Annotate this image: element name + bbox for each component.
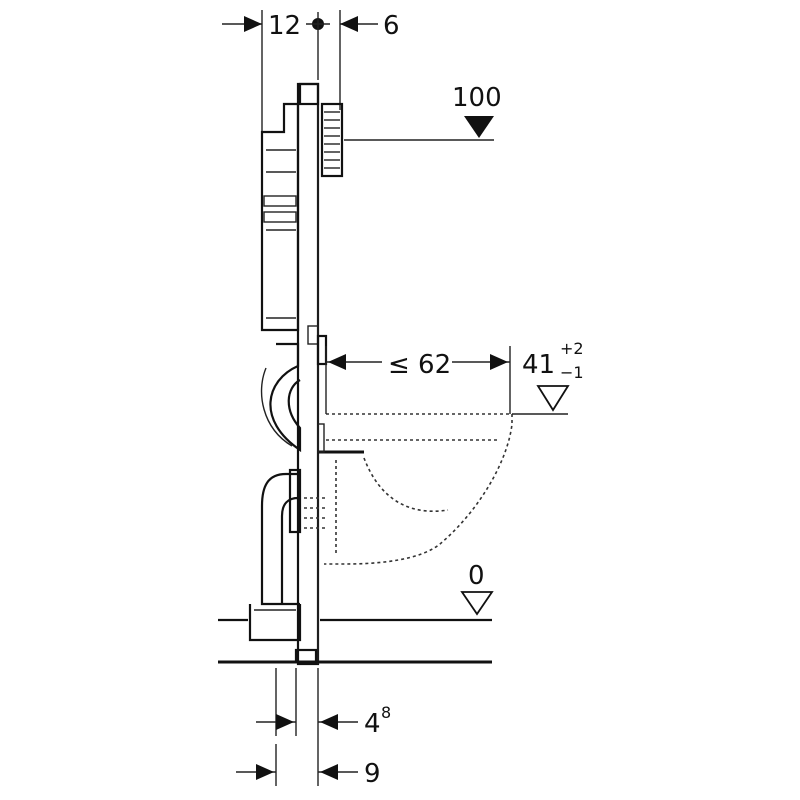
cistern-valve-2 — [263, 211, 297, 223]
drain-socket — [248, 604, 302, 642]
flush-pipe-bend — [269, 342, 302, 453]
arrow-4-right — [276, 714, 294, 730]
cistern-valve — [263, 195, 297, 207]
frame-cap — [298, 82, 320, 106]
cistern-frame — [260, 82, 364, 666]
dim-4-sup: 8 — [381, 703, 391, 722]
dim-41-label: 41 — [522, 350, 555, 380]
depth-label-bg — [382, 346, 452, 376]
arrow-left-head — [340, 16, 358, 32]
level-triangle-zero-icon — [460, 591, 494, 616]
dim-0-label: 0 — [468, 561, 485, 591]
arrow-4-left — [320, 714, 338, 730]
drain-outer — [260, 472, 300, 606]
dim-9-label: 9 — [364, 759, 381, 789]
dim-62-label: ≤ 62 — [388, 350, 451, 380]
cistern-body — [260, 102, 300, 332]
support-plate — [317, 423, 325, 453]
flush-plate — [320, 102, 344, 178]
frame-bracket — [316, 334, 328, 366]
arrow-9-right — [256, 764, 274, 780]
arrow-9-left — [320, 764, 338, 780]
frame-connector — [307, 325, 319, 345]
arrow-depth-left — [328, 354, 346, 370]
top-dimension: 12 6 — [222, 10, 400, 135]
dim-41-tol-plus: +2 — [560, 339, 584, 358]
level-triangle-filled-icon — [464, 116, 494, 138]
drain-inner — [280, 496, 299, 604]
bowl-outlet-dashed — [304, 497, 326, 529]
dim-100-label: 100 — [452, 83, 502, 113]
bowl-height-marker: 41 +2 −1 — [512, 339, 584, 415]
level-triangle-open-icon — [536, 385, 570, 412]
dim-6-label: 6 — [383, 11, 400, 41]
drain-flange — [288, 468, 302, 534]
flush-plate-ribs — [324, 111, 340, 169]
dim-41-tol-minus: −1 — [560, 363, 584, 382]
arrow-right-head — [244, 16, 262, 32]
floor-level-marker: 0 — [218, 561, 494, 622]
flush-pipe-inner — [260, 367, 293, 447]
dim-12-label: 12 — [268, 11, 301, 41]
height-100-marker: 100 — [344, 83, 502, 141]
dim-4-label: 4 — [364, 709, 381, 739]
depth-dimension: ≤ 62 — [325, 346, 511, 414]
drain-pipe — [248, 468, 319, 664]
bowl-outer-dashed — [324, 413, 513, 565]
bowl-inner-dashed — [363, 457, 449, 512]
arrow-depth-right — [490, 354, 508, 370]
frame-post — [296, 82, 320, 666]
wc-bowl-outline — [304, 413, 513, 565]
bottom-dimensions: 4 8 9 — [236, 668, 391, 789]
